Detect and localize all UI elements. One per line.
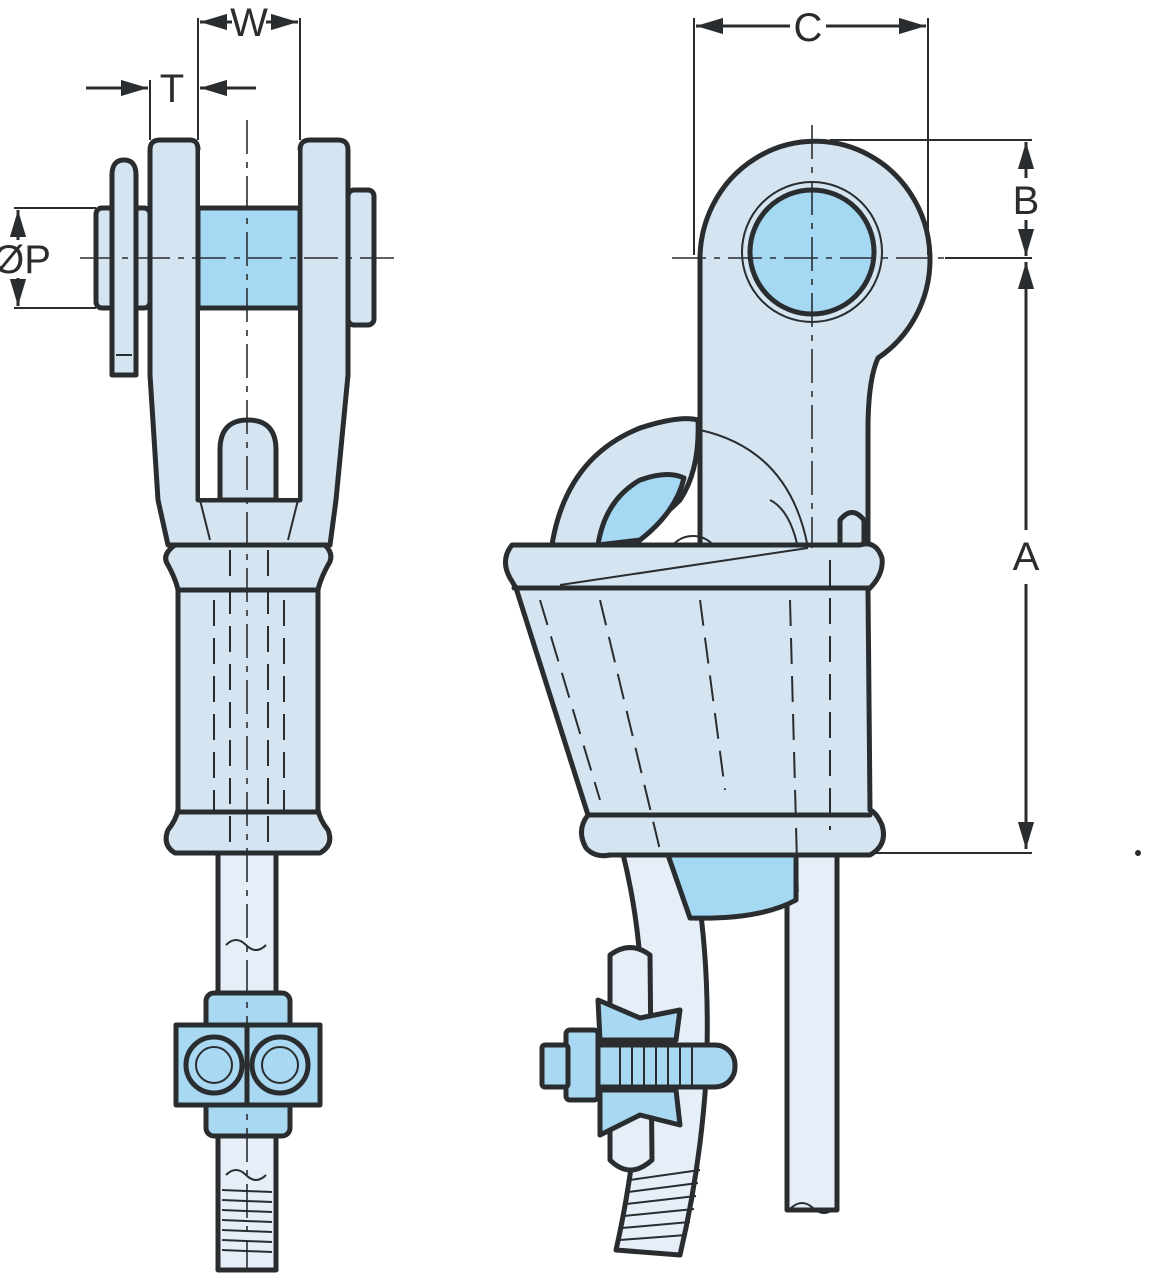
dimension-p-label: ØP [0, 238, 51, 282]
side-socket-body [503, 541, 886, 859]
stray-dot [1135, 850, 1141, 856]
front-cotter-pin [109, 157, 139, 378]
front-clip-nut-left [183, 1034, 245, 1096]
front-clevis-body [147, 137, 351, 548]
front-view: W T ØP [0, 1, 395, 1273]
side-clip-nut [563, 1027, 601, 1103]
dimension-c-label: C [794, 6, 823, 50]
front-rod-break [225, 939, 267, 951]
front-rod-break-lower [225, 1169, 267, 1181]
dimension-b-label: B [1013, 179, 1040, 223]
front-socket-barrel [163, 542, 334, 856]
side-clip-bolt-end [539, 1042, 571, 1090]
side-arm-knuckle [837, 510, 867, 551]
side-view: C B A [503, 6, 1141, 1258]
dimension-w-label: W [230, 1, 268, 45]
side-clip-saddle-lower [597, 1087, 683, 1138]
side-rope-tail-thread [619, 1169, 701, 1241]
side-clip-thread [619, 1047, 693, 1085]
front-clip-nut-right [249, 1034, 311, 1096]
dimension-t-label: T [160, 67, 184, 111]
side-wedge-tip [665, 852, 799, 921]
dimension-a-label: A [1013, 535, 1040, 579]
front-tang [217, 417, 279, 503]
side-wedge-opening [595, 472, 687, 548]
